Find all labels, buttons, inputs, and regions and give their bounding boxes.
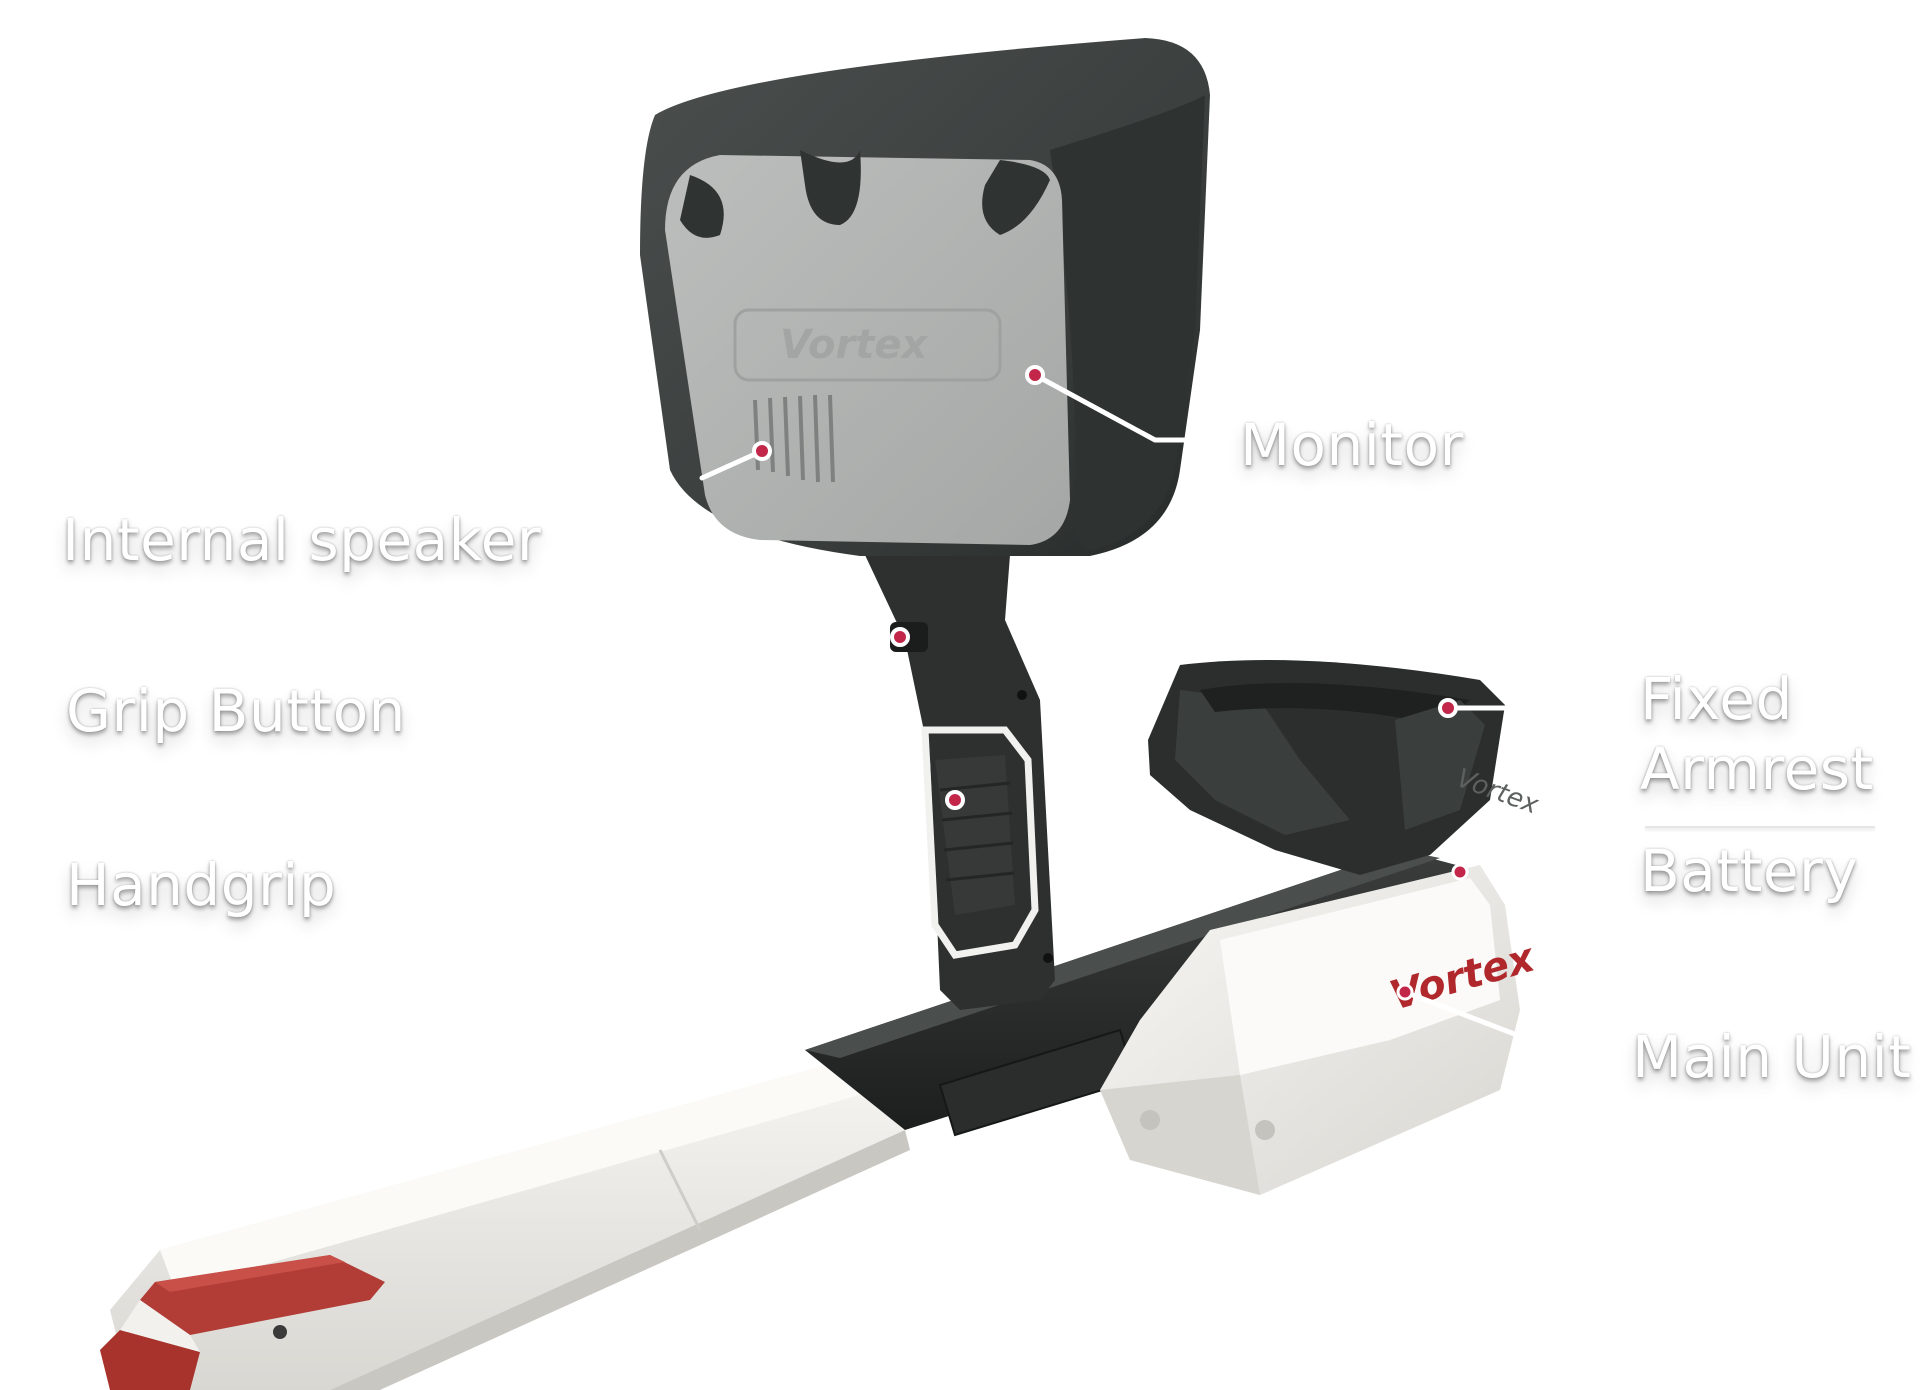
handgrip-hotspot[interactable] — [945, 790, 965, 810]
monitor-label[interactable]: Monitor — [1240, 411, 1464, 479]
handle — [865, 555, 1055, 1010]
grip-button-label[interactable]: Grip Button — [66, 677, 406, 745]
speaker-hotspot[interactable] — [752, 441, 772, 461]
main-unit-hotspot[interactable] — [1396, 983, 1414, 1001]
monitor-hotspot[interactable] — [1025, 365, 1045, 385]
grip-button-hotspot[interactable] — [890, 627, 910, 647]
monitor-housing: Vortex — [640, 38, 1210, 556]
armrest-hotspot[interactable] — [1438, 698, 1458, 718]
battery-hotspot[interactable] — [1451, 863, 1469, 881]
fixed-armrest-label-line2: Armrest — [1640, 735, 1874, 803]
internal-speaker-label[interactable]: Internal speaker — [62, 506, 542, 574]
handgrip-label[interactable]: Handgrip — [66, 851, 337, 919]
fixed-armrest-label[interactable]: Fixed Armrest — [1640, 664, 1874, 804]
speaker-callout-line — [699, 448, 765, 481]
main-unit-housing: Vortex — [1100, 865, 1541, 1195]
main-unit-callout-line — [1402, 989, 1533, 1043]
red-clamp — [100, 1255, 385, 1390]
battery-label[interactable]: Battery — [1640, 837, 1859, 905]
lower-shaft — [110, 1050, 910, 1390]
armrest-divider — [1645, 826, 1875, 828]
monitor-logo: Vortex — [780, 322, 929, 368]
fixed-armrest-label-line1: Fixed — [1640, 665, 1793, 733]
main-unit-label[interactable]: Main Unit — [1632, 1023, 1912, 1091]
hotspots — [752, 365, 1469, 1001]
monitor-callout-line — [1032, 372, 1188, 443]
armrest: Vortex — [1148, 660, 1543, 875]
